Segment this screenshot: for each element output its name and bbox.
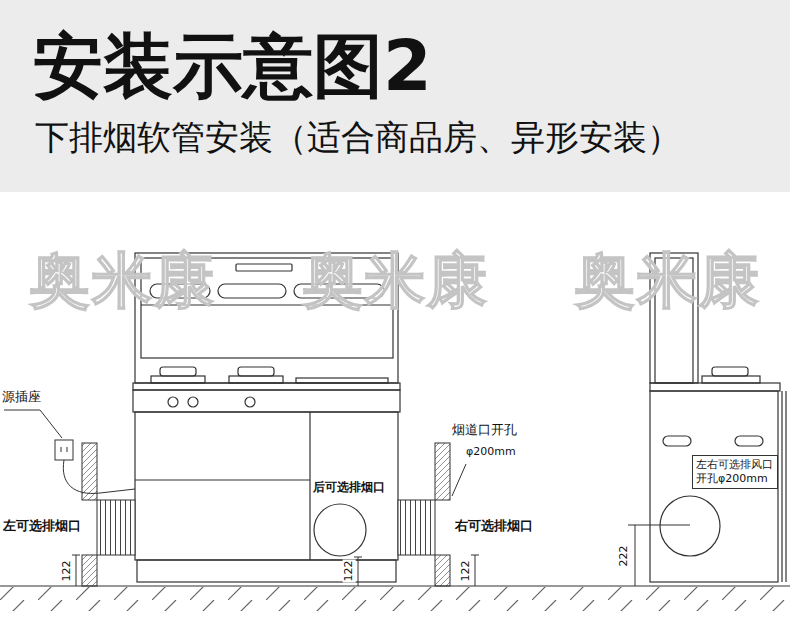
dimension: φ200mm [466,446,516,459]
dimension: 122 [343,560,356,583]
header-band [0,0,790,192]
part-label: 后可选排烟口 [313,481,385,495]
watermark: 奥米康 [303,246,489,315]
part-label: 左可选排烟口 [2,519,82,534]
socket-and-leaders [4,410,466,496]
floor [0,586,790,611]
watermark: 奥米康 [30,246,216,315]
page-subtitle: 下排烟软管安装（适合商品房、异形安装） [35,118,681,157]
box-text: 左右可选排风口 开孔φ200mm [696,458,774,486]
part-label: 源插座 [2,390,41,405]
dimension: 122 [61,560,74,583]
dimension-lines [72,525,690,586]
watermark: 奥米康 [575,246,761,315]
dimension: 222 [618,545,631,568]
walls-and-hoses [82,443,450,586]
part-label: 右可选排烟口 [454,519,534,534]
dimension: 122 [460,560,473,583]
label-box: 左右可选排风口 开孔φ200mm [692,455,778,489]
part-label: 烟道口开孔 [452,423,517,438]
page-title: 安装示意图2 [33,26,432,107]
